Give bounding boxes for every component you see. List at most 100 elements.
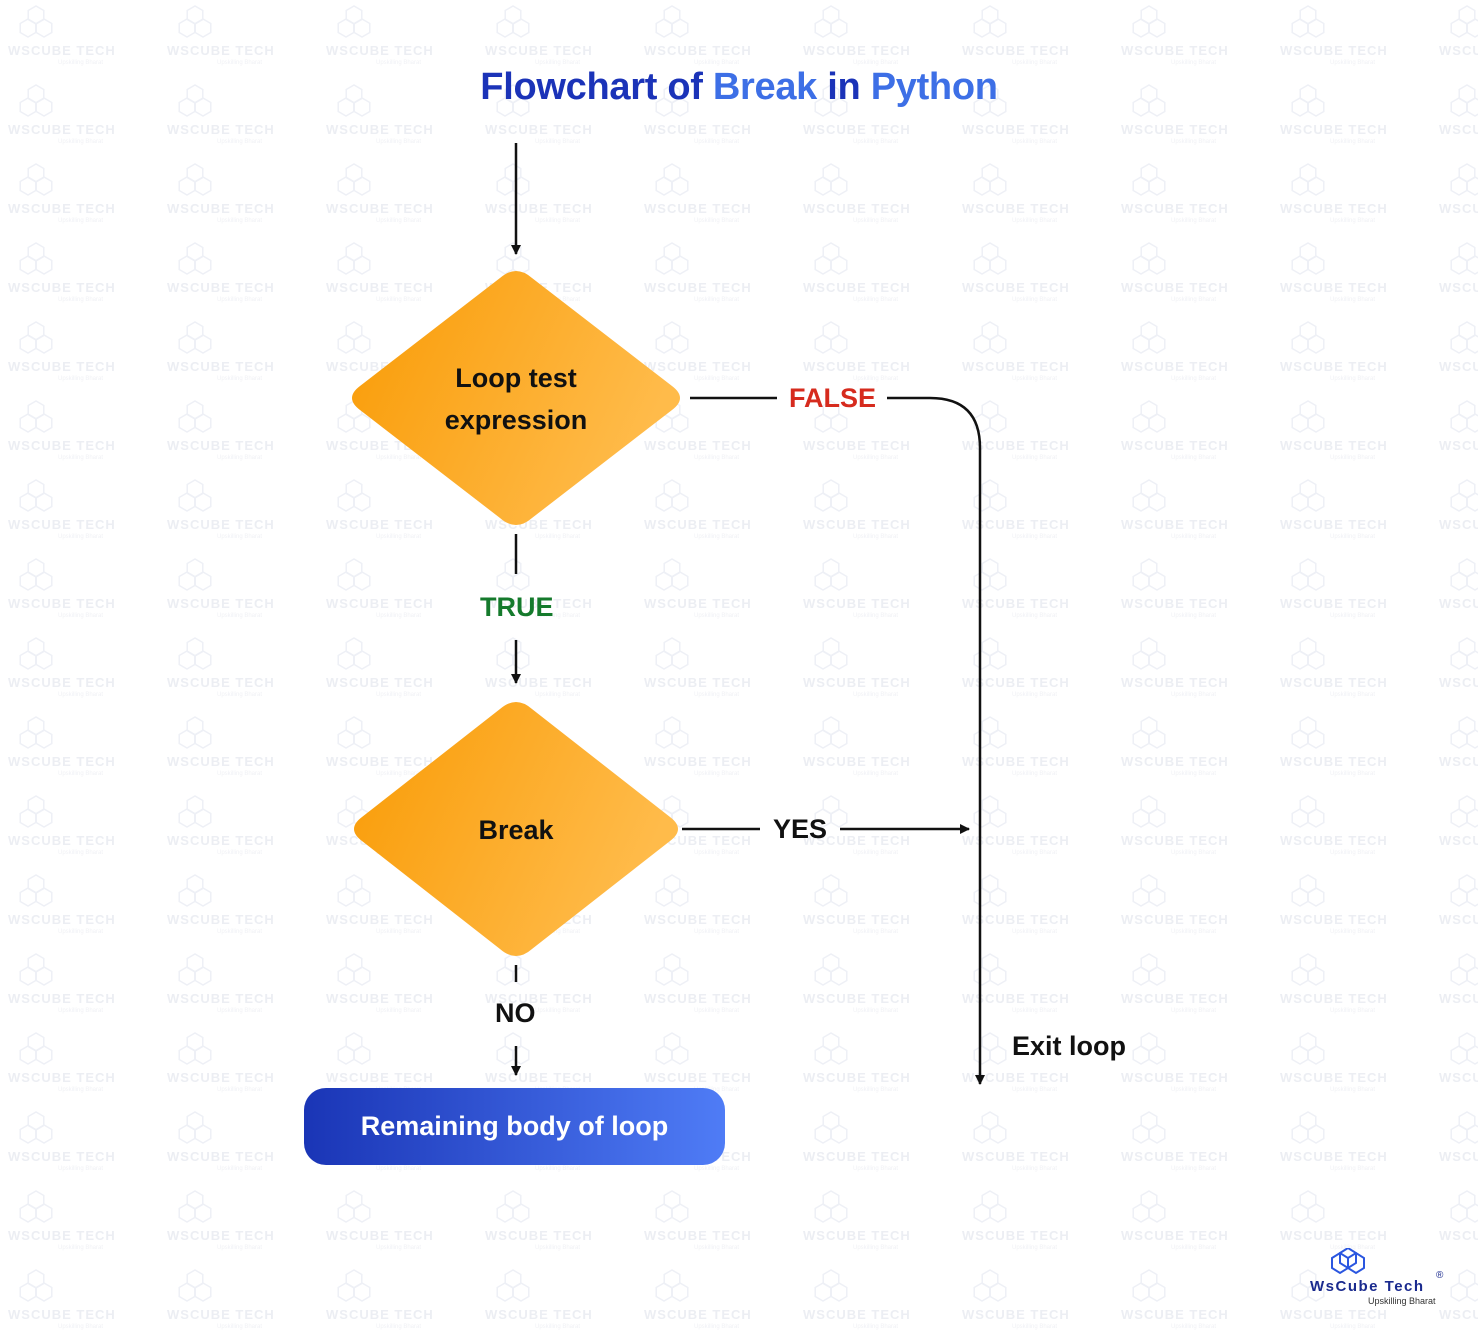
watermark-tile [655,5,689,38]
watermark-tagline: Upskilling Bharat [58,534,103,540]
watermark-tile [19,321,53,354]
watermark-text: WSCUBE TECH [1280,596,1388,611]
watermark-tagline: Upskilling Bharat [217,692,262,698]
watermark-tagline: Upskilling Bharat [376,613,421,619]
watermark-tile [178,479,212,512]
watermark-text: WSCUBE TECH [167,1070,275,1085]
watermark-tile [814,1032,848,1065]
watermark-text: WSCUBE TECH [167,1149,275,1164]
watermark-tagline: Upskilling Bharat [217,929,262,935]
watermark-tagline: Upskilling Bharat [58,613,103,619]
watermark-tagline: Upskilling Bharat [376,218,421,224]
watermark-tile [655,163,689,196]
watermark-tile [1132,716,1166,749]
watermark-text: WSCUBE TECH [1439,43,1478,58]
watermark-text: WSCUBE TECH [326,596,434,611]
watermark-text: WSCUBE TECH [485,1228,593,1243]
watermark-tile [973,84,1007,117]
watermark-text: WSCUBE TECH [1280,280,1388,295]
watermark-tile [19,1269,53,1302]
watermark-text: WSCUBE TECH [326,912,434,927]
title-part4: Python [870,66,998,108]
watermark-text: WSCUBE TECH [167,280,275,295]
watermark-tagline: Upskilling Bharat [1330,613,1375,619]
watermark-tile [1291,1269,1325,1302]
watermark-tile [496,163,530,196]
watermark-tile [1132,874,1166,907]
watermark-tagline: Upskilling Bharat [1012,1087,1057,1093]
watermark-tagline: Upskilling Bharat [1330,455,1375,461]
watermark-tagline: Upskilling Bharat [535,1166,580,1172]
watermark-tagline: Upskilling Bharat [853,376,898,382]
watermark-text: WSCUBE TECH [1439,359,1478,374]
watermark-text: WSCUBE TECH [1121,1307,1229,1322]
watermark-tagline: Upskilling Bharat [853,1245,898,1251]
watermark-tile [1291,5,1325,38]
false-connector-right [887,396,985,1085]
watermark-tile [655,953,689,986]
watermark-tile [973,479,1007,512]
watermark-tile [814,242,848,275]
watermark-text: WSCUBE TECH [962,1149,1070,1164]
watermark-tile [496,84,530,117]
watermark-text: WSCUBE TECH [803,43,911,58]
watermark-text: WSCUBE TECH [803,201,911,216]
watermark-tagline: Upskilling Bharat [217,534,262,540]
watermark-tile [337,242,371,275]
watermark-text: WSCUBE TECH [1439,596,1478,611]
watermark-text: WSCUBE TECH [8,201,116,216]
watermark-tile [178,84,212,117]
watermark-tile [973,5,1007,38]
watermark-tagline: Upskilling Bharat [217,613,262,619]
watermark-tile [1291,321,1325,354]
watermark-tagline: Upskilling Bharat [1171,218,1216,224]
watermark-tile [973,716,1007,749]
watermark-tagline: Upskilling Bharat [376,929,421,935]
title-part2: Break [712,66,817,108]
watermark-tagline: Upskilling Bharat [694,1324,739,1330]
watermark-tagline: Upskilling Bharat [1330,218,1375,224]
watermark-text: WSCUBE TECH [8,517,116,532]
watermark-text: WSCUBE TECH [326,122,434,137]
watermark-tagline: Upskilling Bharat [1012,1008,1057,1014]
watermark-tagline: Upskilling Bharat [694,534,739,540]
watermark-tile [973,1269,1007,1302]
watermark-tagline: Upskilling Bharat [1012,218,1057,224]
watermark-text: WSCUBE TECH [1280,122,1388,137]
watermark-tile [814,84,848,117]
watermark-text: WSCUBE TECH [167,754,275,769]
watermark-tagline: Upskilling Bharat [376,1245,421,1251]
watermark-text: WSCUBE TECH [962,359,1070,374]
title-part3: in [827,66,861,108]
watermark-tile [655,1032,689,1065]
watermark-tile [496,1190,530,1223]
watermark-tagline: Upskilling Bharat [1171,139,1216,145]
watermark-tagline: Upskilling Bharat [853,455,898,461]
logo-brand-text: WsCube Tech [1310,1278,1425,1295]
watermark-text: WSCUBE TECH [167,1307,275,1322]
watermark-tagline: Upskilling Bharat [1171,771,1216,777]
watermark-tile [19,1032,53,1065]
watermark-text: WSCUBE TECH [644,517,752,532]
no-label: NO [495,998,536,1028]
watermark-text: WSCUBE TECH [644,43,752,58]
watermark-text: WSCUBE TECH [803,1149,911,1164]
watermark-tile [1291,1111,1325,1144]
watermark-tagline: Upskilling Bharat [1012,771,1057,777]
watermark-tagline: Upskilling Bharat [217,60,262,66]
watermark-text: WSCUBE TECH [803,280,911,295]
watermark-tagline: Upskilling Bharat [376,60,421,66]
watermark-tile [1132,637,1166,670]
watermark-text: WSCUBE TECH [8,833,116,848]
watermark-text: WSCUBE TECH [8,43,116,58]
watermark-text: WSCUBE TECH [803,991,911,1006]
watermark-tagline: Upskilling Bharat [58,1166,103,1172]
watermark-text: WSCUBE TECH [1280,359,1388,374]
watermark-tagline: Upskilling Bharat [217,850,262,856]
watermark-tile [337,163,371,196]
watermark-tagline: Upskilling Bharat [1171,1245,1216,1251]
watermark-tile [973,558,1007,591]
watermark-text: WSCUBE TECH [1439,833,1478,848]
watermark-tagline: Upskilling Bharat [58,850,103,856]
watermark-tagline: Upskilling Bharat [376,771,421,777]
